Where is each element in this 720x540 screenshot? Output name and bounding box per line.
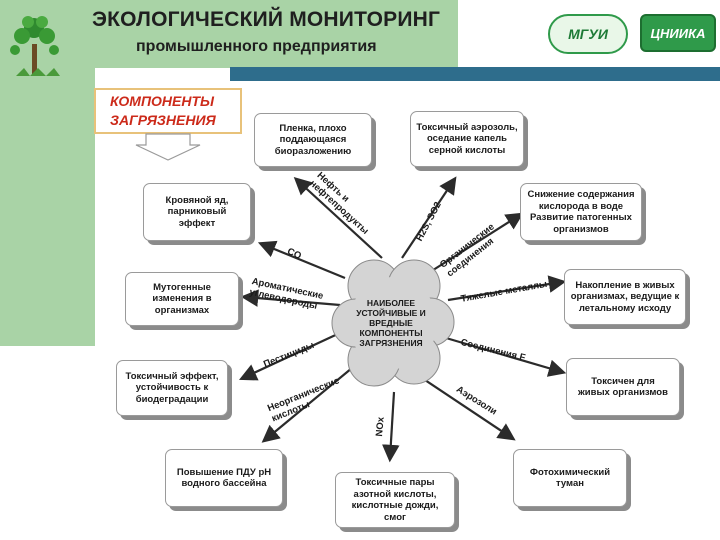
header-divider-line — [230, 67, 720, 81]
node-line: кислотные дожди, смог — [351, 500, 439, 523]
node-film: Пленка, плохо поддающаяся биоразложению — [254, 113, 372, 167]
page-subtitle: промышленного предприятия — [136, 38, 377, 55]
node-line: Токсичен для — [591, 375, 655, 387]
center-line: ЗАГРЯЗНЕНИЯ — [359, 338, 423, 348]
node-line: Повышение ПДУ рН — [176, 466, 272, 478]
components-label-box: КОМПОНЕНТЫ ЗАГРЯЗНЕНИЯ — [94, 88, 242, 134]
arrow-to-toxlive — [445, 336, 567, 377]
node-line: организмах, ведущие к — [570, 291, 680, 303]
down-arrow-icon — [135, 133, 201, 161]
node-line: Развитие патогенных — [530, 212, 632, 223]
node-line: парниковый — [167, 206, 227, 218]
node-fumes: Токсичные пары азотной кислоты, кислотны… — [335, 472, 455, 528]
arrow-to-film — [293, 177, 383, 259]
node-line: устойчивость к — [135, 382, 209, 394]
arrow-to-fumes — [382, 391, 400, 463]
node-line: туман — [556, 478, 584, 489]
arrow-to-accum — [447, 275, 567, 302]
arrow-to-oxygen — [429, 212, 524, 273]
node-line: Токсичные пары — [355, 477, 435, 488]
arrow-to-mutagen — [240, 289, 341, 307]
center-line: ВРЕДНЫЕ — [369, 318, 413, 328]
center-line: КОМПОНЕНТЫ — [359, 328, 423, 338]
node-line: биоразложению — [274, 145, 352, 157]
center-label: НАИБОЛЕЕ УСТОЙЧИВЫЕ И ВРЕДНЫЕ КОМПОНЕНТЫ… — [346, 298, 436, 348]
node-line: биодеградации — [135, 393, 209, 405]
node-aerosol: Токсичный аэрозоль, оседание капель серн… — [410, 111, 524, 167]
node-toxlive: Токсичен для живых организмов — [566, 358, 680, 416]
arrow-to-pdu — [261, 367, 353, 443]
node-line: азотной кислоты, — [353, 488, 437, 500]
cniika-logo: ЦНИИКА — [640, 14, 716, 52]
page-title: ЭКОЛОГИЧЕСКИЙ МОНИТОРИНГ — [92, 8, 441, 31]
mgui-logo: МГУИ — [548, 14, 628, 54]
node-line: эффект — [178, 217, 216, 229]
node-line: кислорода в воде — [538, 200, 624, 212]
center-cloud — [331, 259, 455, 387]
tree-icon — [10, 16, 60, 76]
arrow-to-smog — [424, 379, 516, 441]
node-line: организмов — [553, 223, 609, 235]
node-line: Фотохимический — [529, 466, 611, 478]
node-line: Мутогенные — [153, 281, 211, 293]
arrow-to-aerosol — [401, 176, 457, 259]
label-nox: NOx — [374, 416, 387, 437]
node-line: Пленка, плохо — [279, 122, 347, 134]
node-line: Токсичный аэрозоль, — [416, 121, 518, 133]
node-line: оседание капель — [427, 133, 507, 145]
center-line: УСТОЙЧИВЫЕ И — [356, 308, 426, 318]
node-pdu: Повышение ПДУ рН водного бассейна — [165, 449, 283, 507]
node-line: Кровяной яд, — [165, 194, 229, 206]
center-line: НАИБОЛЕЕ — [366, 298, 416, 308]
left-sidebar-band — [0, 68, 95, 346]
header-background — [0, 0, 458, 68]
arrow-to-toxic — [239, 331, 343, 381]
node-oxygen: Снижение содержания кислорода в воде Раз… — [520, 183, 642, 241]
node-line: организмах — [154, 304, 210, 316]
node-line: изменения в — [152, 293, 212, 305]
node-mutagen: Мутогенные изменения в организмах — [125, 272, 239, 326]
node-blood: Кровяной яд, парниковый эффект — [143, 183, 251, 241]
node-line: живых организмов — [578, 387, 668, 398]
node-line: Токсичный эффект, — [125, 370, 219, 382]
node-line: поддающаяся — [279, 134, 347, 146]
node-line: водного бассейна — [181, 478, 267, 489]
node-smog: Фотохимический туман — [513, 449, 627, 507]
arrow-to-blood — [257, 240, 346, 280]
node-line: Накопление в живых — [575, 279, 675, 291]
node-line: летальному исходу — [578, 302, 672, 314]
node-line: Снижение содержания — [527, 189, 635, 200]
node-toxic: Токсичный эффект, устойчивость к биодегр… — [116, 360, 228, 416]
node-accum: Накопление в живых организмах, ведущие к… — [564, 269, 686, 325]
components-label-line-1: КОМПОНЕНТЫ — [110, 93, 215, 109]
components-label-line-2: ЗАГРЯЗНЕНИЯ — [110, 112, 216, 128]
node-line: серной кислоты — [428, 144, 506, 156]
